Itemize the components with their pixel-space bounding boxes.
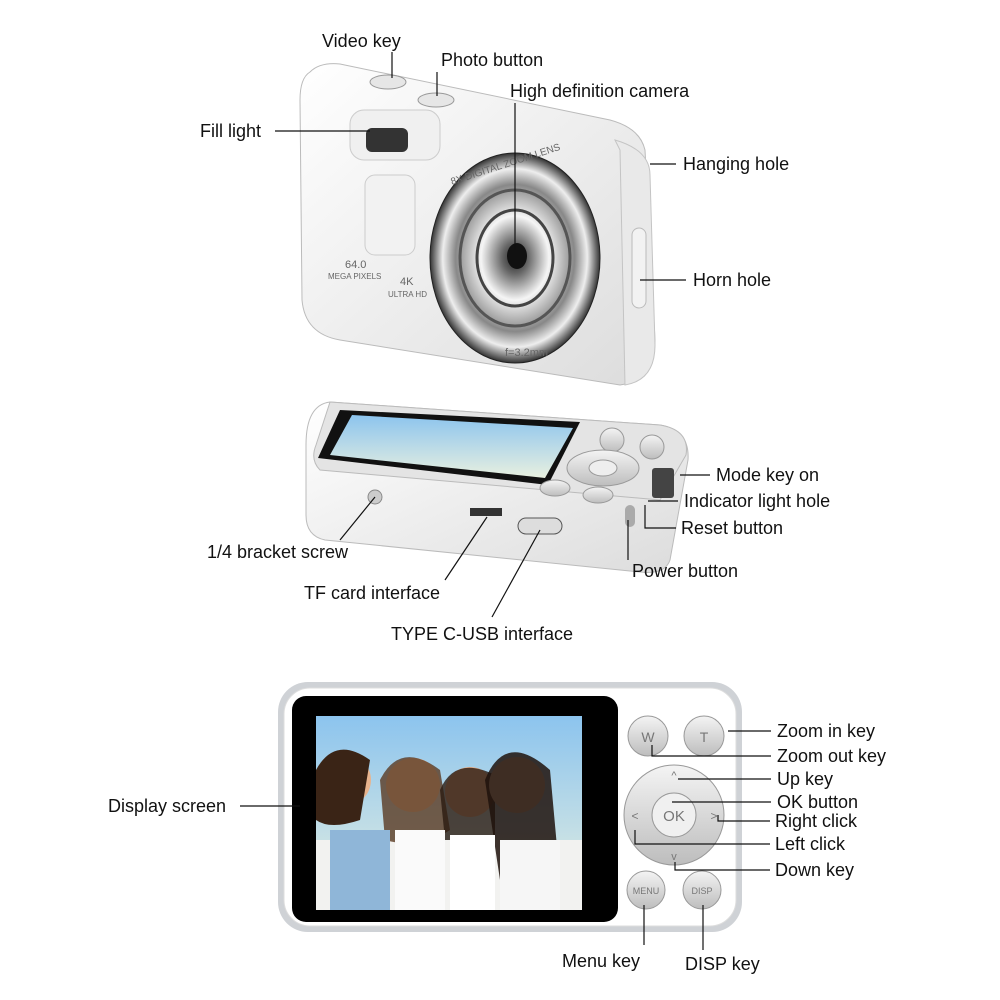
resolution-print: 4K	[400, 276, 414, 288]
label-indicator-light: Indicator light hole	[684, 491, 831, 511]
camera-angled-view	[305, 401, 689, 573]
camera-front-view: 64.0 MEGA PIXELS 4K ULTRA HD 8X DIGITAL …	[299, 63, 656, 386]
camera-back-view: W T OK ^ v < > MENU DISP	[278, 682, 742, 932]
label-video-key: Video key	[322, 31, 401, 51]
label-up: Up key	[777, 769, 834, 789]
tilted-screen	[330, 415, 573, 478]
ok-glyph: OK	[663, 808, 685, 825]
zoom-out-glyph: W	[641, 729, 655, 745]
label-ok: OK button	[777, 792, 859, 812]
label-menu: Menu key	[562, 951, 641, 971]
label-bracket-screw: 1/4 bracket screw	[207, 542, 349, 562]
mode-key[interactable]	[652, 468, 674, 498]
zoom-in-glyph: T	[700, 729, 709, 745]
label-tf-card: TF card interface	[304, 583, 441, 603]
down-key[interactable]: v	[671, 851, 677, 863]
label-photo-button: Photo button	[441, 50, 544, 70]
label-display: Display screen	[108, 796, 227, 816]
photo-button[interactable]	[417, 92, 455, 108]
label-fill-light: Fill light	[200, 121, 262, 141]
right-key[interactable]: >	[710, 809, 717, 823]
focal-length-print: f=3.2mm	[505, 347, 548, 359]
label-hd-camera: High definition camera	[510, 81, 690, 101]
display-photo	[316, 749, 582, 910]
megapixels-print: 64.0	[345, 259, 366, 271]
resolution-caption: ULTRA HD	[388, 290, 427, 299]
video-key[interactable]	[369, 74, 407, 90]
usb-c-port	[517, 517, 563, 535]
up-key[interactable]: ^	[671, 770, 677, 782]
disp-glyph: DISP	[691, 886, 712, 896]
zoom-out-key[interactable]	[627, 715, 669, 757]
label-left: Left click	[775, 834, 846, 854]
left-key[interactable]: <	[631, 809, 638, 823]
label-right: Right click	[775, 811, 858, 831]
label-zoom-in: Zoom in key	[777, 721, 876, 741]
menu-glyph: MENU	[633, 886, 660, 896]
label-power-button: Power button	[632, 561, 739, 581]
megapixels-caption: MEGA PIXELS	[328, 272, 381, 281]
label-horn-hole: Horn hole	[693, 270, 772, 290]
label-usb-c: TYPE C-USB interface	[391, 624, 574, 644]
power-button[interactable]	[625, 505, 635, 527]
ok-button[interactable]	[651, 792, 697, 838]
label-reset-button: Reset button	[681, 518, 784, 538]
leader-lines	[240, 52, 771, 950]
fill-light	[366, 128, 408, 152]
menu-key[interactable]	[626, 870, 666, 910]
label-disp: DISP key	[685, 954, 760, 974]
disp-key[interactable]	[682, 870, 722, 910]
tf-card-slot	[470, 508, 502, 516]
label-mode-key: Mode key on	[716, 465, 820, 485]
label-zoom-out: Zoom out key	[777, 746, 887, 766]
horn-hole	[631, 227, 647, 309]
label-down: Down key	[775, 860, 855, 880]
label-hanging-hole: Hanging hole	[683, 154, 790, 174]
